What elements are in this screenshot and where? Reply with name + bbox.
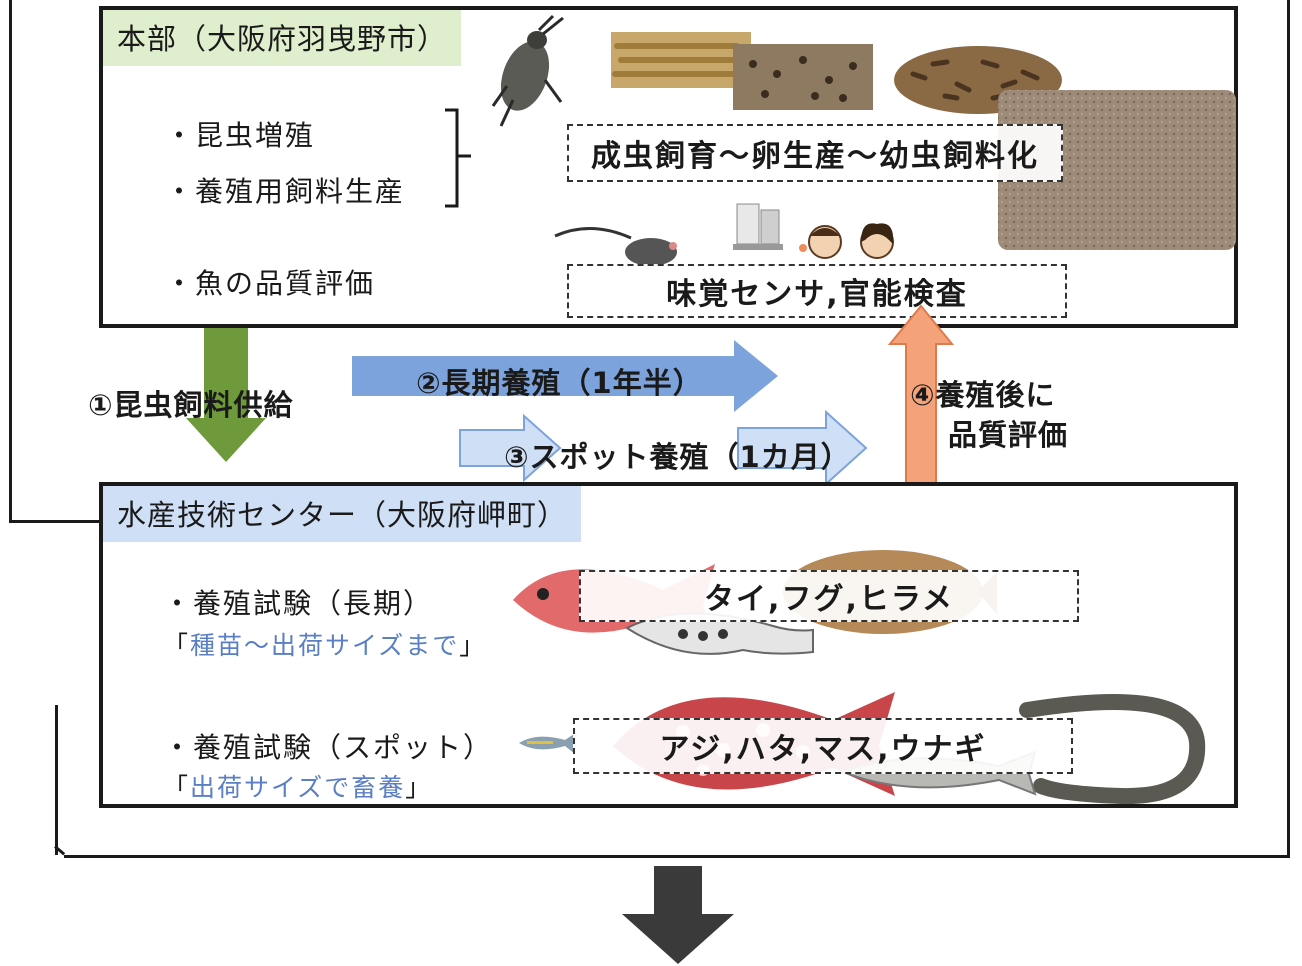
bracket-right (1287, 0, 1290, 858)
horse-mackerel-icon (519, 732, 577, 754)
quality-label-2: 品質評価 (948, 418, 1069, 452)
hq-item-quality: ・魚の品質評価 (165, 267, 376, 300)
insect-icon (491, 14, 564, 127)
supply-label: ①昆虫飼料供給 (88, 388, 294, 422)
hq-item-feed: ・養殖用飼料生産 (165, 175, 406, 208)
rat-icon (554, 226, 677, 266)
hq-process-box: 成虫飼育～卵生産～幼虫飼料化 (567, 124, 1063, 182)
hq-item-insect: ・昆虫増殖 (165, 119, 316, 152)
center-item-spot: ・養殖試験（スポット） (163, 731, 494, 764)
center-panel: 水産技術センター（大阪府岬町） ・養殖試験（長期） 「種苗～出荷サイズまで」 タ… (99, 482, 1238, 808)
bracket-bottom (64, 855, 1288, 858)
bracket-icon (445, 108, 471, 208)
hq-panel: 本部（大阪府羽曳野市） ・昆虫増殖 ・養殖用飼料生産 ・魚の品質評価 (99, 6, 1238, 328)
larvae-photo (611, 32, 751, 88)
hq-title: 本部（大阪府羽曳野市） (103, 10, 462, 66)
outer-frame-left (9, 0, 12, 522)
outer-frame-bottom (9, 520, 101, 523)
bracket-left (55, 705, 58, 855)
supply-arrow (186, 328, 266, 462)
quality-label-1: ④養殖後に (910, 378, 1056, 412)
center-note-spot: 「出荷サイズで畜養」 (163, 773, 433, 802)
feed-photo (733, 44, 873, 110)
spot-label: ③スポット養殖（1カ月） (504, 440, 851, 474)
taste-sensor-icon (733, 203, 783, 250)
center-item-long: ・養殖試験（長期） (163, 587, 434, 620)
spot-arrow-right (737, 409, 868, 487)
center-title: 水産技術センター（大阪府岬町） (103, 486, 582, 542)
long-term-arrow (352, 340, 778, 412)
spot-species-box: アジ,ハタ,マス,ウナギ (573, 718, 1073, 774)
spot-arrow-left (459, 413, 562, 483)
person-icon-man (799, 225, 842, 259)
person-icon-woman (860, 223, 894, 259)
eel-icon (1019, 694, 1206, 805)
long-species-box: タイ,フグ,ヒラメ (579, 570, 1079, 622)
down-arrow (622, 866, 734, 964)
center-note-long: 「種苗～出荷サイズまで」 (163, 631, 487, 660)
long-term-label: ②長期養殖（1年半） (416, 366, 703, 400)
hq-eval-box: 味覚センサ,官能検査 (567, 264, 1067, 318)
